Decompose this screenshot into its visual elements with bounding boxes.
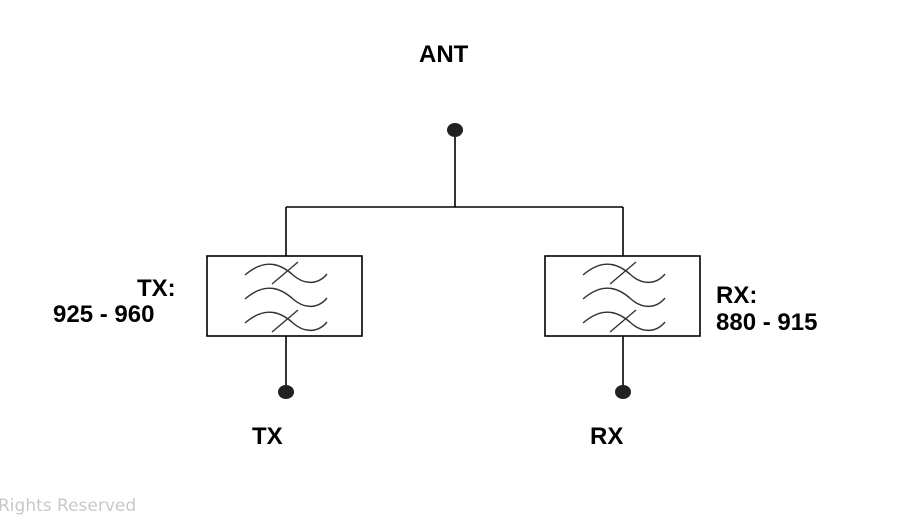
tx-filter-range: 925 - 960 — [53, 301, 155, 328]
rx-filter-wave — [582, 311, 666, 332]
antenna-label: ANT — [419, 41, 469, 68]
rx-filter-box — [544, 255, 701, 337]
rx-filter-name: RX: — [716, 282, 758, 309]
footer-text: Rights Reserved — [0, 496, 137, 516]
rx-filter-wave — [582, 263, 666, 284]
rx-port-label: RX — [590, 423, 624, 450]
tx-terminal — [278, 385, 294, 399]
rx-filter-slash — [609, 309, 637, 333]
rx-terminal — [615, 385, 631, 399]
tx-filter-box — [206, 255, 363, 337]
tx-filter-slash — [271, 261, 299, 285]
rx-filter-range: 880 - 915 — [716, 309, 818, 336]
tx-port-label: TX — [252, 423, 283, 450]
tx-filter-wave — [244, 287, 328, 308]
tx-filter-slash — [271, 309, 299, 333]
rx-filter-slash — [609, 261, 637, 285]
rx-filter-wave — [582, 287, 666, 308]
tx-filter-wave — [244, 311, 328, 332]
antenna-terminal — [447, 123, 463, 137]
tx-filter-wave — [244, 263, 328, 284]
tx-filter-name: TX: — [137, 275, 176, 302]
